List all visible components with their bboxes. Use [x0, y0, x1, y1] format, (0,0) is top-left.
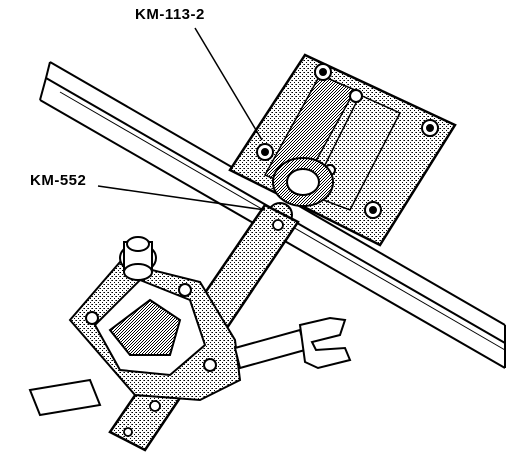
callout-km-113-2: KM-113-2 — [135, 6, 205, 23]
connector-plug — [233, 316, 352, 370]
leader-lines — [97, 27, 266, 211]
callout-km-552: KM-552 — [30, 172, 87, 189]
regulator-motor — [28, 236, 242, 417]
